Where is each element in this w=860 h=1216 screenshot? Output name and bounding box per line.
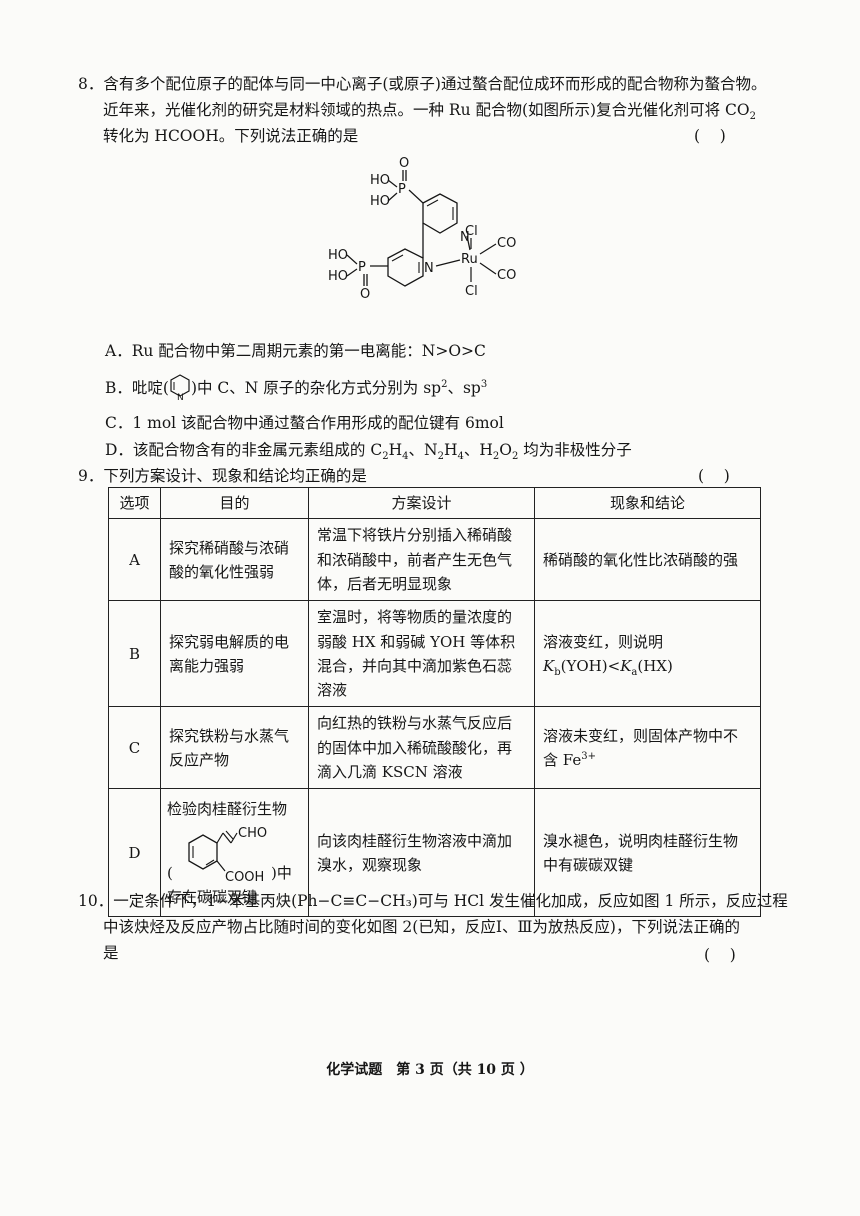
q8-option-d-sub-4: 4 bbox=[457, 451, 464, 463]
q8-option-b-mid: 、sp bbox=[447, 379, 481, 397]
q8-option-d-sub-2: 4 bbox=[402, 451, 409, 463]
row-b-design: 室温时，将等物质的量浓度的弱酸 HX 和弱碱 YOH 等体积混合，并向其中滴加紫… bbox=[308, 600, 535, 708]
struct-cooh-label: COOH bbox=[225, 870, 264, 885]
struct-label-5: Cl bbox=[465, 224, 478, 239]
struct-label-2: P bbox=[398, 182, 406, 197]
q10-answer-paren: ( ) bbox=[704, 946, 736, 964]
ru-complex-structure: HO HO P O N N Ru Cl CO CO Cl HO HO P O bbox=[328, 156, 516, 302]
table-row-b: B 探究弱电解质的电离能力强弱 室温时，将等物质的量浓度的弱酸 HX 和弱碱 Y… bbox=[108, 600, 761, 708]
struct-label-3: O bbox=[399, 156, 409, 171]
row-d-purpose-top: 检验肉桂醛衍生物 bbox=[167, 799, 288, 818]
q8-option-d-sub-3: 2 bbox=[437, 451, 444, 463]
q8-stem-line1: 8．含有多个配位原子的配体与同一中心离子(或原子)通过螯合配位成环而形成的配合物… bbox=[78, 75, 767, 93]
q8-option-d-text-0: D．该配合物含有的非金属元素组成的 C bbox=[105, 441, 383, 459]
row-b-option: B bbox=[108, 600, 161, 708]
table-header-option: 选项 bbox=[108, 486, 161, 520]
row-c-option: C bbox=[108, 706, 161, 790]
row-d-right-paren: )中 bbox=[271, 863, 292, 882]
q8-co2-subscript: 2 bbox=[749, 111, 756, 123]
q9-answer-paren: ( ) bbox=[698, 467, 730, 485]
row-d-result: 溴水褪色，说明肉桂醛衍生物中有碳碳双键 bbox=[534, 788, 761, 918]
pyridine-ring-icon: N bbox=[170, 374, 190, 403]
q8-option-b-sup1: 2 bbox=[441, 378, 448, 390]
q8-stem-line3: 转化为 HCOOH。下列说法正确的是 bbox=[103, 127, 359, 145]
q8-option-d-text-5: O bbox=[499, 441, 512, 459]
q8-option-d-sub-5: 2 bbox=[492, 451, 500, 463]
q8-stem-line2: 近年来，光催化剂的研究是材料领域的热点。一种 Ru 配合物(如图所示)复合光催化… bbox=[103, 99, 756, 122]
q8-option-d: D．该配合物含有的非金属元素组成的 C2H4、N2H4、H2O2 均为非极性分子 bbox=[105, 439, 632, 462]
row-c-result: 溶液未变红，则固体产物中不含 Fe3+ bbox=[534, 706, 761, 790]
row-c-purpose: 探究铁粉与水蒸气反应产物 bbox=[160, 706, 309, 790]
struct-cho-label: CHO bbox=[238, 826, 267, 841]
row-b-ka-sub: a bbox=[631, 666, 638, 678]
struct-label-11: HO bbox=[328, 269, 348, 284]
q9-stem: 9．下列方案设计、现象和结论均正确的是 bbox=[78, 467, 367, 485]
q8-option-b-post: )中 C、N 原子的杂化方式分别为 sp bbox=[190, 379, 442, 397]
table-row-d: D 检验肉桂醛衍生物 ( CHO COOH )中 存在 bbox=[108, 788, 761, 918]
struct-label-9: Cl bbox=[465, 284, 478, 299]
row-d-left-paren: ( bbox=[167, 863, 173, 882]
q8-option-d-sub-6: 2 bbox=[511, 451, 519, 463]
row-b-purpose: 探究弱电解质的电离能力强弱 bbox=[160, 600, 309, 708]
row-c-result-text: 溶液未变红，则固体产物中不含 Fe bbox=[543, 726, 739, 769]
page-footer: 化学试题 第 3 页（共 10 页 ） bbox=[326, 1062, 534, 1078]
row-c-result-charge: 3+ bbox=[581, 750, 596, 762]
row-b-result-post: (HX) bbox=[637, 656, 673, 675]
row-a-purpose: 探究稀硝酸与浓硝酸的氧化性强弱 bbox=[160, 518, 309, 602]
table-header-purpose: 目的 bbox=[160, 486, 309, 520]
row-a-result: 稀硝酸的氧化性比浓硝酸的强 bbox=[534, 518, 761, 602]
table-header-row: 选项 目的 方案设计 现象和结论 bbox=[108, 486, 761, 520]
struct-label-7: CO bbox=[497, 236, 516, 251]
q10-stem-line2: 中该炔烃及反应产物占比随时间的变化如图 2(已知，反应Ⅰ、Ⅲ为放热反应)，下列说… bbox=[103, 918, 740, 936]
q8-option-b-sup2: 3 bbox=[480, 378, 488, 390]
cinnamaldehyde-derivative-structure: CHO COOH bbox=[188, 826, 267, 885]
struct-label-1: HO bbox=[370, 194, 390, 209]
struct-label-14: N bbox=[424, 261, 434, 276]
q8-option-c: C．1 mol 该配合物中通过螯合作用形成的配位键有 6mol bbox=[105, 414, 504, 432]
q8-option-d-text-2: 、N bbox=[408, 441, 438, 459]
q8-stem-line2-text: 近年来，光催化剂的研究是材料领域的热点。一种 Ru 配合物(如图所示)复合光催化… bbox=[103, 101, 750, 119]
struct-label-12: P bbox=[358, 260, 366, 275]
row-b-result-mid: (YOH)< bbox=[560, 656, 621, 675]
table-row-c: C 探究铁粉与水蒸气反应产物 向红热的铁粉与水蒸气反应后的固体中加入稀硫酸酸化，… bbox=[108, 706, 761, 790]
row-a-option: A bbox=[108, 518, 161, 602]
row-d-structure-box: ( CHO COOH )中 bbox=[167, 821, 302, 885]
q8-option-d-text-6: 均为非极性分子 bbox=[518, 441, 632, 459]
table-header-result: 现象和结论 bbox=[534, 486, 761, 520]
struct-label-4: N bbox=[460, 230, 470, 245]
row-d-design: 向该肉桂醛衍生物溶液中滴加溴水，观察现象 bbox=[308, 788, 535, 918]
struct-label-0: HO bbox=[370, 173, 390, 188]
row-b-ka-symbol: K bbox=[620, 656, 632, 675]
row-b-result-text: 溶液变红，则说明 bbox=[543, 632, 664, 651]
table-header-design: 方案设计 bbox=[308, 486, 535, 520]
q8-option-a: A．Ru 配合物中第二周期元素的第一电离能：N>O>C bbox=[105, 342, 486, 360]
row-c-design: 向红热的铁粉与水蒸气反应后的固体中加入稀硫酸酸化，再滴入几滴 KSCN 溶液 bbox=[308, 706, 535, 790]
q8-option-b-pre: B．吡啶( bbox=[105, 379, 169, 397]
row-d-option: D bbox=[108, 788, 161, 918]
row-b-kb-symbol: K bbox=[543, 656, 555, 675]
struct-label-13: O bbox=[360, 287, 370, 302]
struct-label-8: CO bbox=[497, 268, 516, 283]
q8-option-d-text-1: H bbox=[388, 441, 403, 459]
q10-stem-line3: 是 bbox=[103, 944, 119, 962]
row-d-purpose-bottom: 存在碳碳双键 bbox=[167, 887, 258, 906]
q10-stem-line1: 10．一定条件下，1−苯基丙炔(Ph−C≡C−CH₃)可与 HCl 发生催化加成… bbox=[78, 892, 788, 910]
q8-option-d-text-3: H bbox=[443, 441, 458, 459]
struct-label-10: HO bbox=[328, 248, 348, 263]
table-row-a: A 探究稀硝酸与浓硝酸的氧化性强弱 常温下将铁片分别插入稀硝酸和浓硝酸中，前者产… bbox=[108, 518, 761, 602]
struct-label-6: Ru bbox=[461, 252, 478, 267]
row-a-design: 常温下将铁片分别插入稀硝酸和浓硝酸中，前者产生无色气体，后者无明显现象 bbox=[308, 518, 535, 602]
q8-option-d-text-4: 、H bbox=[463, 441, 493, 459]
q8-option-b: B．吡啶( N )中 C、N 原子的杂化方式分别为 sp2、sp3 bbox=[105, 373, 488, 403]
q8-option-d-sub-1: 2 bbox=[382, 451, 389, 463]
q9-table: 选项 目的 方案设计 现象和结论 A 探究稀硝酸与浓硝酸的氧化性强弱 常温下将铁… bbox=[108, 486, 761, 918]
pyridine-n-label: N bbox=[177, 393, 184, 401]
row-b-kb-sub: b bbox=[554, 666, 561, 678]
q8-answer-paren: ( ) bbox=[694, 127, 726, 145]
row-d-purpose: 检验肉桂醛衍生物 ( CHO COOH )中 存在碳碳双键 bbox=[160, 788, 309, 918]
